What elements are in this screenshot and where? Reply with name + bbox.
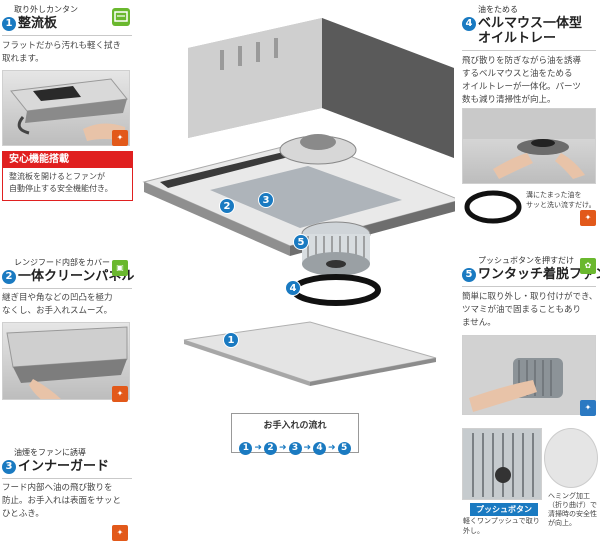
care-icon: ✦ [580, 400, 596, 416]
flow-steps: 1➜2➜3➜4➜5 [232, 435, 358, 455]
f1-rule [2, 35, 132, 36]
care-flow-box: お手入れの流れ 1➜2➜3➜4➜5 [231, 413, 359, 455]
f2-number: 2 [2, 269, 16, 284]
f5-photo [462, 335, 596, 415]
f1-photo [2, 70, 130, 146]
f4-rule [462, 50, 596, 51]
range-hood-illustration [142, 18, 455, 306]
badge-3: 3 [258, 192, 274, 208]
f4-photo [462, 108, 596, 184]
f2-caption: レンジフード内部をカバー [14, 258, 110, 267]
badge-5: 5 [293, 234, 309, 250]
hood-icon [112, 8, 130, 26]
push-desc: 軽くワンプッシュで取り外し。 [463, 517, 540, 535]
f2-photo [2, 322, 130, 400]
ring-caption: 溝にたまった油をサッと洗い流すだけ。 [526, 191, 596, 209]
f1-caption: 取り外しカンタン [14, 5, 78, 14]
flow-title: お手入れの流れ [263, 421, 327, 431]
f1-desc: フラットだから汚れも軽く拭き取れます。 [2, 41, 122, 64]
f5-rule [462, 286, 596, 287]
safety-desc: 整流板を開けるとファンが自動停止する安全機能付き。 [9, 172, 113, 193]
care-icon: ✦ [112, 386, 128, 402]
oil-tray-ring-photo [463, 190, 523, 224]
baffle-plate [183, 321, 437, 386]
f3-desc: フード内部へ油の飛び散りを防止。お手入れは表面をサッとひとふき。 [2, 483, 122, 519]
f2-desc: 継ぎ目や角などの凹凸を極力なくし、お手入れスムーズ。 [2, 293, 113, 316]
panel-icon: ▣ [112, 260, 128, 276]
badge-4: 4 [285, 280, 301, 296]
f5-number: 5 [462, 267, 476, 282]
fan-closeup-photo [462, 428, 542, 500]
f5-caption: プッシュボタンを押すだけ [478, 256, 574, 265]
badge-2: 2 [219, 198, 235, 214]
fan-icon: ✿ [580, 258, 596, 274]
f2-rule [2, 288, 132, 289]
f5-desc: 簡単に取り外し・取り付けができ、ツマミが油で固まることもありません。 [462, 292, 598, 328]
care-icon: ✦ [112, 525, 128, 541]
f4-number: 4 [462, 16, 476, 31]
f1-number: 1 [2, 16, 16, 31]
care-icon: ✦ [580, 210, 596, 226]
safety-box: 安心機能搭載 整流板を開けるとファンが自動停止する安全機能付き。 [2, 151, 133, 201]
push-button-label: プッシュボタン [470, 503, 538, 516]
f3-number: 3 [2, 459, 16, 474]
f3-rule [2, 478, 132, 479]
hemming-desc: ヘミング加工（折り曲げ）で清掃時の安全性が向上。 [548, 492, 597, 527]
safety-head: 安心機能搭載 [3, 152, 132, 168]
f4-title-line2: オイルトレー [478, 31, 557, 46]
care-icon: ✦ [112, 130, 128, 146]
f3-caption: 油煙をファンに誘導 [14, 448, 86, 457]
f4-caption: 油をためる [478, 5, 518, 14]
hemming-closeup [544, 428, 598, 488]
badge-1: 1 [223, 332, 239, 348]
f4-desc: 飛び散りを防ぎながら油を誘導するベルマウスと油をためるオイルトレーが一体化。パー… [462, 56, 582, 105]
